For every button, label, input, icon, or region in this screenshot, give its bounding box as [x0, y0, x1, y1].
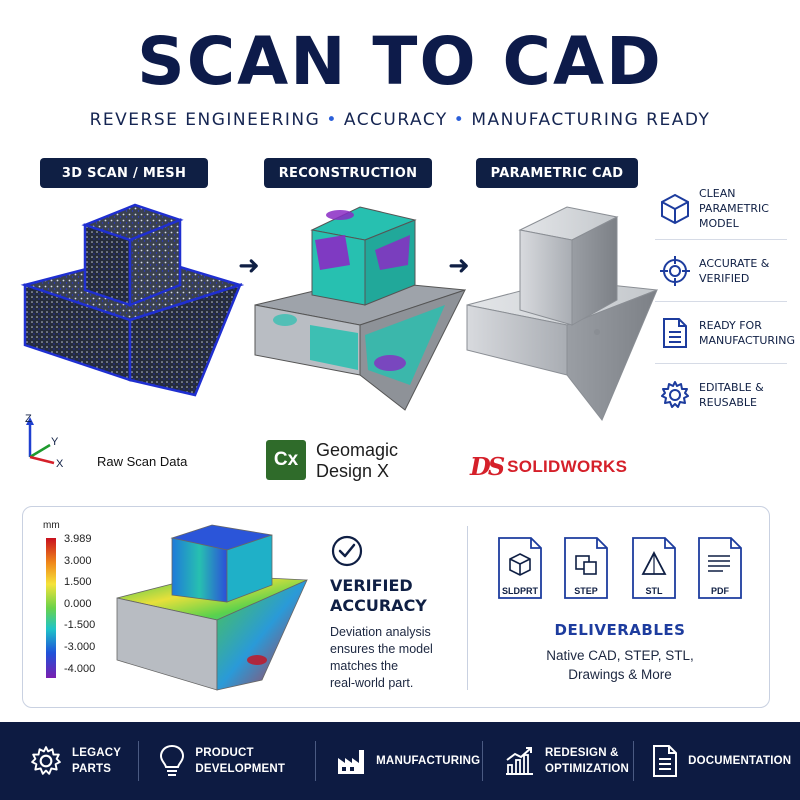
- geomagic-logo-icon: Cx: [266, 440, 306, 480]
- stage-label-parametric-cad: PARAMETRIC CAD: [476, 158, 638, 188]
- triangle-file-icon: [632, 537, 676, 599]
- factory-icon: [336, 746, 366, 776]
- footer-label: PRODUCT DEVELOPMENT: [195, 747, 286, 775]
- subtitle-separator: •: [453, 110, 466, 130]
- file-label: STEP: [574, 586, 598, 596]
- subtitle-accuracy: ACCURACY: [343, 110, 448, 130]
- stage-label-reconstruction: RECONSTRUCTION: [264, 158, 432, 188]
- deviation-tick: 3.000: [64, 554, 92, 567]
- accuracy-deliverables-panel: [22, 506, 770, 708]
- deviation-tick: -4.000: [64, 662, 96, 675]
- footer-item-product-development: PRODUCT DEVELOPMENT: [159, 722, 315, 800]
- xyz-axes-icon: Z: [26, 417, 55, 465]
- deviation-scale-ticks: 3.989 3.000 1.500 0.000 -1.500 -3.000 -4…: [64, 532, 95, 683]
- deviation-heatmap-model: [116, 524, 308, 691]
- arrow-right-icon: ➜: [448, 250, 470, 280]
- check-circle-icon: [331, 535, 363, 567]
- axis-x-label: X: [56, 458, 64, 470]
- footer-label: REDESIGN & OPTIMIZATION: [545, 747, 629, 775]
- cube-icon: [655, 193, 695, 225]
- benefit-label: READY FOR MANUFACTURING: [699, 318, 796, 347]
- benefit-item: EDITABLE & REUSABLE: [655, 364, 787, 426]
- footer-bar: LEGACY PARTS PRODUCT DEVELOPMENT MANUFAC…: [0, 722, 800, 800]
- solidworks-label: SOLIDWORKS: [507, 456, 628, 476]
- file-step: STEP: [563, 536, 609, 600]
- reconstruction-model: [254, 206, 466, 411]
- axis-y-label: Y: [51, 436, 59, 448]
- benefit-item: READY FOR MANUFACTURING: [655, 302, 795, 364]
- parametric-cad-model: [466, 206, 658, 421]
- deviation-tick: 3.989: [64, 533, 92, 545]
- page-title: SCAN TO CAD: [137, 23, 663, 100]
- page-subtitle: REVERSE ENGINEERING•ACCURACY•MANUFACTURI…: [0, 110, 800, 130]
- axis-z-label: Z: [25, 413, 32, 425]
- deviation-unit-label: mm: [43, 520, 60, 531]
- file-pdf: PDF: [697, 536, 743, 600]
- crosshair-icon: [655, 255, 695, 286]
- file-stl: STL: [631, 536, 677, 600]
- subtitle-separator: •: [326, 110, 338, 130]
- solidworks-logo: DS SOLIDWORKS: [470, 452, 627, 481]
- geomagic-design-x-label: Geomagic Design X: [316, 440, 399, 481]
- verified-accuracy-description: Deviation analysis ensures the model mat…: [330, 625, 433, 690]
- deviation-tick: -1.500: [64, 619, 96, 632]
- footer-separator: [482, 741, 484, 781]
- assembly-file-icon: [564, 537, 608, 599]
- footer-separator: [633, 741, 635, 781]
- lightbulb-icon: [159, 744, 185, 778]
- verified-accuracy-title: VERIFIED ACCURACY: [330, 576, 427, 615]
- raw-scan-caption: Raw Scan Data: [97, 454, 188, 469]
- document-icon: [655, 317, 695, 349]
- benefit-label: ACCURATE & VERIFIED: [699, 256, 770, 285]
- subtitle-manufacturing-ready: MANUFACTURING READY: [471, 110, 711, 130]
- deliverables-title: DELIVERABLES: [554, 621, 686, 639]
- cube-file-icon: [498, 537, 542, 599]
- deviation-color-scale: [46, 538, 56, 678]
- deviation-tick: -3.000: [64, 640, 96, 653]
- deviation-tick: 1.500: [64, 576, 92, 589]
- document-icon: [652, 744, 678, 778]
- file-label: PDF: [711, 586, 729, 596]
- panel-divider: [467, 526, 468, 690]
- file-label: SLDPRT: [502, 586, 538, 596]
- footer-label: DOCUMENTATION: [688, 755, 792, 767]
- deviation-tick: 0.000: [64, 597, 92, 610]
- footer-separator: [315, 741, 317, 781]
- footer-separator: [138, 741, 140, 781]
- footer-item-redesign-optimization: REDESIGN & OPTIMIZATION: [503, 722, 633, 800]
- benefit-label: EDITABLE & REUSABLE: [699, 381, 764, 409]
- benefit-label: CLEAN PARAMETRIC MODEL: [699, 187, 769, 230]
- subtitle-reverse-engineering: REVERSE ENGINEERING: [89, 110, 321, 130]
- benefits-list: CLEAN PARAMETRIC MODEL ACCURATE & VERIFI…: [655, 178, 795, 426]
- benefit-item: ACCURATE & VERIFIED: [655, 240, 787, 302]
- stage-label-scan: 3D SCAN / MESH: [40, 158, 208, 188]
- gear-icon: [655, 380, 695, 410]
- growth-chart-icon: [503, 745, 535, 777]
- footer-item-legacy-parts: LEGACY PARTS: [30, 722, 138, 800]
- benefit-item: CLEAN PARAMETRIC MODEL: [655, 178, 787, 240]
- footer-item-manufacturing: MANUFACTURING: [336, 722, 482, 800]
- deliverables-description: Native CAD, STEP, STL, Drawings & More: [546, 648, 694, 682]
- file-label: STL: [645, 586, 663, 596]
- gear-icon: [30, 745, 62, 777]
- text-file-icon: [698, 537, 742, 599]
- arrow-right-icon: ➜: [238, 250, 260, 280]
- file-sldprt: SLDPRT: [497, 536, 543, 600]
- footer-label: LEGACY PARTS: [72, 747, 122, 775]
- footer-label: MANUFACTURING: [376, 755, 481, 767]
- footer-item-documentation: DOCUMENTATION: [652, 722, 800, 800]
- scan-mesh-model: [20, 203, 245, 397]
- solidworks-ds-icon: DS: [470, 452, 505, 481]
